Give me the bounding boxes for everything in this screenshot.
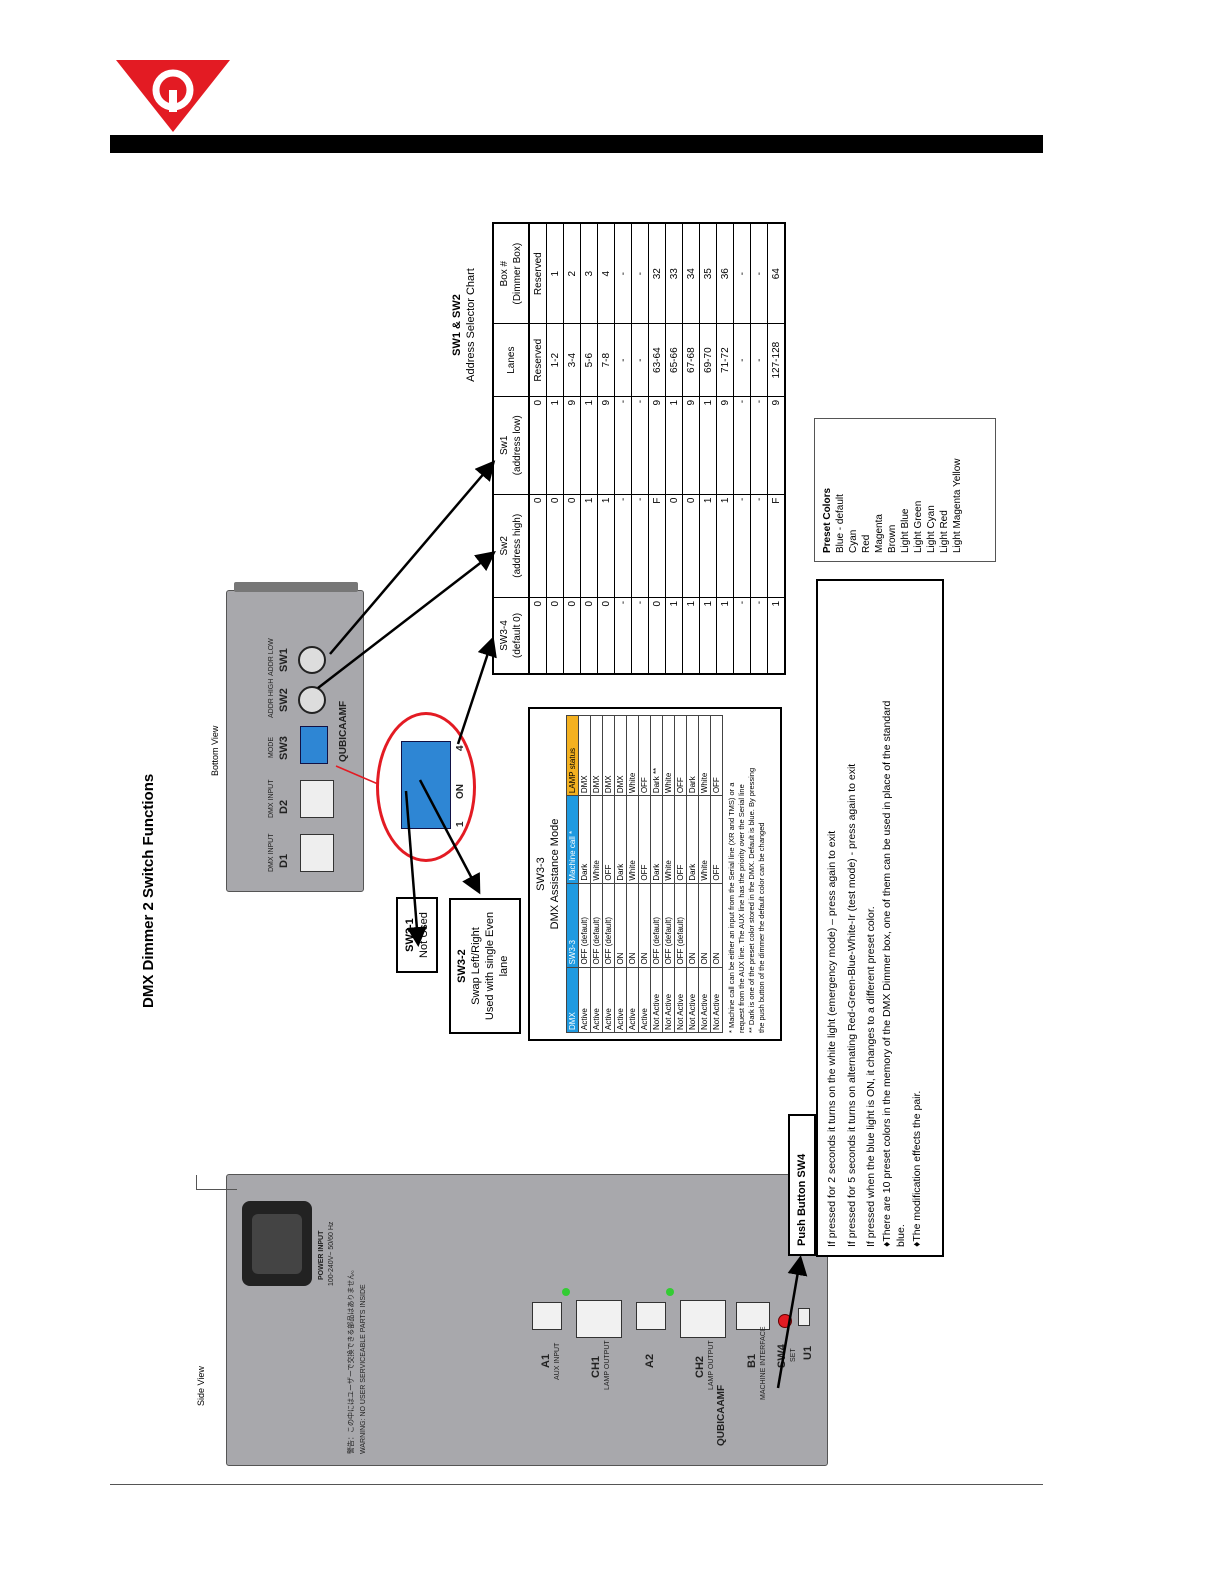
arrow-sw3-4 <box>456 636 497 745</box>
red-link-line <box>335 765 379 785</box>
header-rule <box>110 137 1043 153</box>
arrow-sw4 <box>776 1255 808 1389</box>
header-rule-thin <box>110 135 1043 137</box>
arrow-sw2 <box>317 550 496 689</box>
arrow-sw1 <box>329 460 496 655</box>
arrow-sw3-2 <box>418 779 481 895</box>
arrow-sw3-1 <box>404 790 427 947</box>
company-logo <box>112 56 234 134</box>
footer-rule <box>110 1484 1043 1485</box>
